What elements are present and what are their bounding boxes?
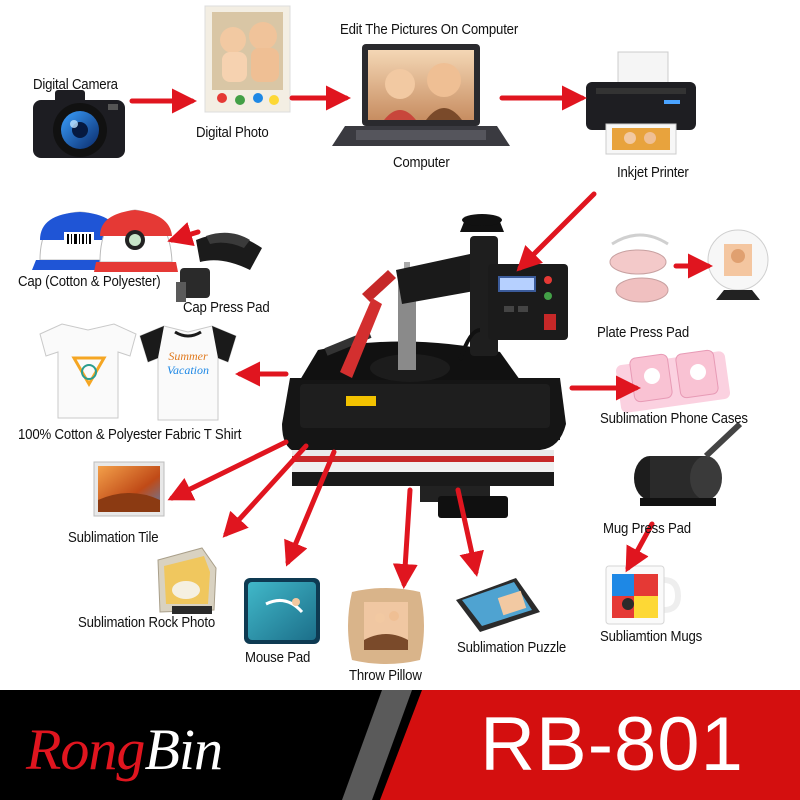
shirt-summer-text: Summer [168,349,208,363]
label-mouse-pad: Mouse Pad [245,649,311,666]
label-digital-camera: Digital Camera [33,76,118,93]
footer-banner [0,690,800,800]
label-plate-press-pad: Plate Press Pad [597,324,690,341]
label-computer: Computer [393,154,450,171]
caps-image [32,209,178,272]
label-cap: Cap (Cotton & Polyester) [18,273,161,290]
digital-photo-image [204,5,291,113]
model-number: RB-801 [480,702,744,787]
heat-press-machine-image [282,214,568,518]
arrow-press-to-rock [222,443,309,538]
sublimation-rock-photo-image [157,547,217,614]
cap-press-pad-image [176,232,262,302]
throw-pillow-image [348,588,424,664]
sublimation-puzzle-image [456,578,540,632]
brand-text: RongBin [26,716,223,783]
plate-press-pad-image [609,229,769,303]
digital-camera-image [33,90,125,158]
computer-laptop-image [332,44,510,146]
label-t-shirt: 100% Cotton & Polyester Fabric T Shirt [18,426,242,443]
label-cap-press-pad: Cap Press Pad [183,299,270,316]
footer-model-panel [380,690,800,800]
label-tile: Sublimation Tile [68,529,159,546]
arrow-press-to-puzzle [455,487,484,577]
label-throw-pillow: Throw Pillow [349,667,422,684]
label-phone-cases: Sublimation Phone Cases [600,410,748,427]
t-shirts-image: Summer Vacation [39,323,237,421]
phone-cases-image [615,349,731,413]
label-inkjet-printer: Inkjet Printer [617,164,689,181]
arrow-press-pad-to-caps [167,222,201,247]
brand-part-2: Bin [144,717,223,782]
arrow-press-to-mousepad [284,449,337,567]
label-digital-photo: Digital Photo [196,124,269,141]
inkjet-printer-image [586,51,696,155]
label-mugs: Subliamtion Mugs [600,628,703,645]
sublimation-tile-image [93,461,165,517]
brand-part-1: Rong [26,717,145,782]
label-rock-photo: Sublimation Rock Photo [78,614,216,631]
arrow-mug-pad-to-mug [625,521,655,573]
shirt-vacation-text: Vacation [167,363,209,377]
label-edit-pictures: Edit The Pictures On Computer [340,21,519,38]
brand-logo: RongBin [26,708,356,788]
label-mug-press-pad: Mug Press Pad [603,520,691,537]
label-puzzle: Sublimation Puzzle [457,639,567,656]
mouse-pad-image [244,578,320,644]
arrow-printer-to-press [516,191,597,272]
flow-arrows [129,85,713,589]
mug-image [605,565,682,625]
arrow-press-to-tile [167,439,289,501]
arrow-press-to-pillow [392,487,418,589]
mug-press-pad-image [634,421,743,506]
